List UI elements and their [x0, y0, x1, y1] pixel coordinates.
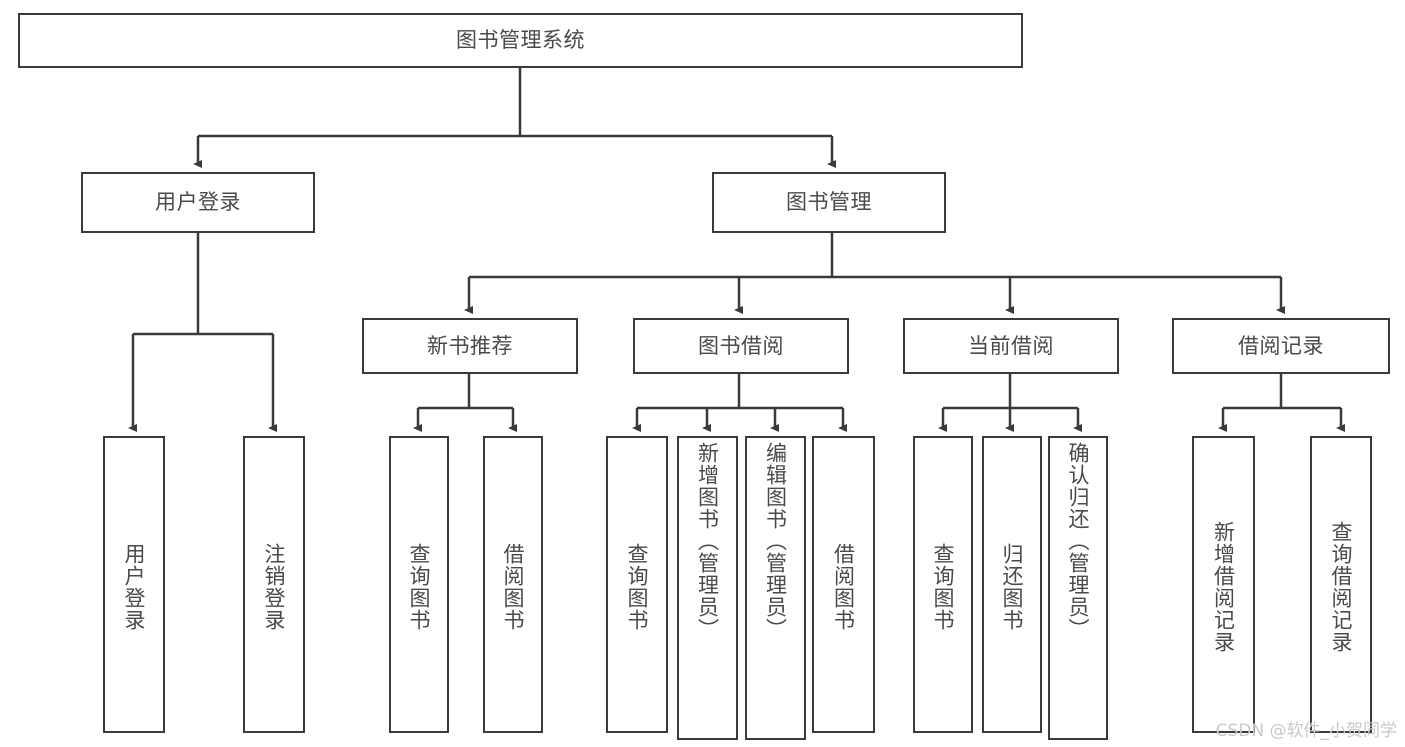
node-label: 借阅记录: [1238, 333, 1324, 358]
node-label: 借阅图书: [831, 542, 856, 631]
node-label: 查询图书: [407, 542, 432, 631]
node-leaf-user-login[interactable]: 用户登录: [103, 436, 165, 733]
node-leaf-logout[interactable]: 注销登录: [243, 436, 305, 733]
node-leaf-return-book[interactable]: 归还图书: [982, 436, 1042, 733]
node-leaf-query-book-recommend[interactable]: 查询图书: [389, 436, 449, 733]
node-root-book-management-system[interactable]: 图书管理系统: [18, 13, 1023, 68]
node-label: 新增借阅记录: [1211, 520, 1236, 653]
node-user-login[interactable]: 用户登录: [81, 172, 315, 233]
node-label: 查询借阅记录: [1329, 520, 1354, 653]
node-leaf-query-borrow-record[interactable]: 查询借阅记录: [1310, 436, 1372, 733]
node-new-book-recommend[interactable]: 新书推荐: [362, 318, 578, 374]
node-label: 归还图书: [1000, 542, 1025, 631]
node-label: 确认归还（管理员）: [1066, 442, 1091, 640]
node-leaf-query-book-current[interactable]: 查询图书: [913, 436, 973, 733]
node-label: 用户登录: [155, 190, 241, 215]
node-leaf-add-book-admin[interactable]: 新增图书（管理员）: [677, 436, 738, 740]
node-book-borrow[interactable]: 图书借阅: [633, 318, 849, 374]
node-label: 图书借阅: [698, 333, 784, 358]
node-label: 查询图书: [931, 542, 956, 631]
node-leaf-add-borrow-record[interactable]: 新增借阅记录: [1192, 436, 1255, 733]
node-label: 图书管理系统: [456, 28, 585, 53]
node-label: 借阅图书: [501, 542, 526, 631]
node-leaf-edit-book-admin[interactable]: 编辑图书（管理员）: [745, 436, 806, 740]
watermark: CSDN @软件_小贺同学: [1215, 721, 1397, 741]
node-label: 新增图书（管理员）: [695, 442, 720, 640]
node-label: 查询图书: [625, 542, 650, 631]
node-current-borrow[interactable]: 当前借阅: [903, 318, 1119, 374]
node-leaf-borrow-book[interactable]: 借阅图书: [812, 436, 875, 733]
node-leaf-query-book-borrow[interactable]: 查询图书: [606, 436, 668, 733]
node-label: 新书推荐: [427, 333, 513, 358]
node-leaf-confirm-return-admin[interactable]: 确认归还（管理员）: [1048, 436, 1108, 740]
node-label: 用户登录: [122, 542, 147, 631]
node-borrow-record[interactable]: 借阅记录: [1172, 318, 1390, 374]
node-label: 图书管理: [786, 190, 872, 215]
node-label: 编辑图书（管理员）: [763, 442, 788, 640]
node-label: 注销登录: [262, 542, 287, 631]
node-label: 当前借阅: [968, 333, 1054, 358]
node-leaf-borrow-book-recommend[interactable]: 借阅图书: [483, 436, 543, 733]
node-book-management[interactable]: 图书管理: [712, 172, 946, 233]
